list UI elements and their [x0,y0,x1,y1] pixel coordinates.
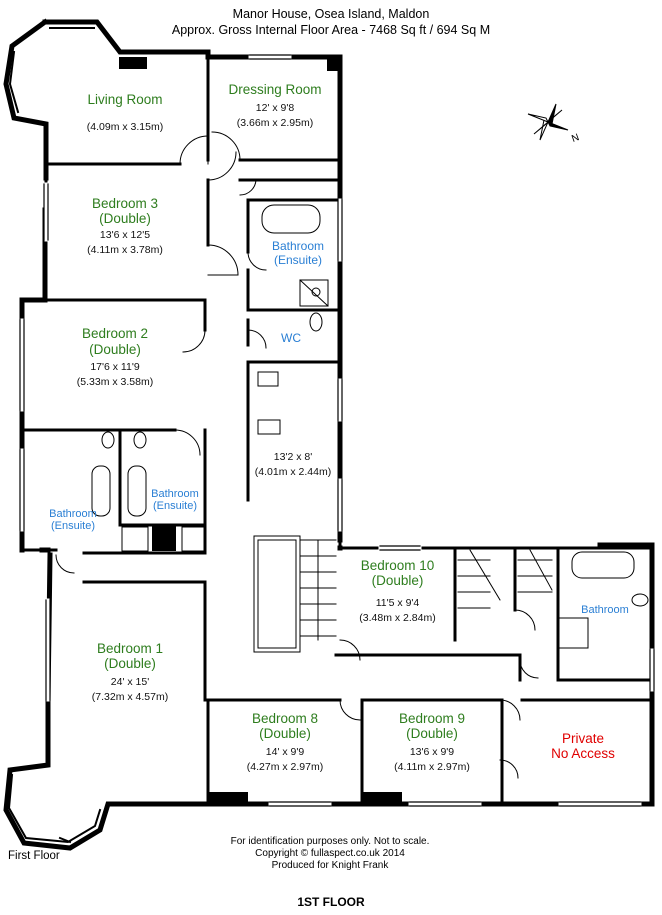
room-dims-bedroom-3-metric: (4.11m x 3.78m) [87,244,163,256]
room-label-bathroom-ensuite-left: Bathroom [49,508,97,520]
room-label-bedroom-10-type: (Double) [371,573,424,588]
floor-label-left: First Floor [8,850,60,862]
room-label-dressing-room: Dressing Room [228,82,322,97]
stairs [253,535,553,653]
plan-title: Manor House, Osea Island, Maldon [232,7,430,21]
room-label-bedroom-1-type: (Double) [104,656,156,671]
room-label-bedroom-9: Bedroom 9 [398,711,466,726]
room-label-bathroom-ensuite-top-type: (Ensuite) [273,253,323,267]
room-label-bedroom-8: Bedroom 8 [251,711,319,726]
room-dims-bedroom-10-imperial: 11'5 x 9'4 [375,597,420,609]
room-label-bedroom-2-type: (Double) [89,342,141,357]
room-label-no-access: No Access [551,746,615,761]
interior-walls [20,55,654,806]
room-dims-bedroom-9-imperial: 13'6 x 9'9 [409,746,455,758]
room-label-bathroom-ensuite-left-type: (Ensuite) [50,520,96,532]
room-dims-kitchen-metric: (4.01m x 2.44m) [254,466,332,478]
room-label-bathroom-right: Bathroom [581,604,629,616]
door-swings [55,131,539,779]
room-label-bedroom-8-type: (Double) [259,726,311,741]
room-dims-kitchen-imperial: 13'2 x 8' [273,451,313,463]
room-label-bedroom-3-type: (Double) [99,211,151,226]
copyright: Copyright © fullaspect.co.uk 2014 [255,848,405,859]
room-label-bathroom-ensuite-top: Bathroom [271,239,325,253]
room-label-bedroom-10: Bedroom 10 [360,558,435,573]
room-dims-dressing-room-metric: (3.66m x 2.95m) [236,117,314,129]
room-label-bedroom-3: Bedroom 3 [91,196,159,211]
room-label-bedroom-2: Bedroom 2 [81,326,149,341]
room-label-bedroom-1: Bedroom 1 [96,641,164,656]
floor-area: Approx. Gross Internal Floor Area - 7468… [171,23,491,37]
room-dims-bedroom-8-metric: (4.27m x 2.97m) [246,761,324,773]
fixtures [91,204,649,649]
room-label-wc: WC [281,331,301,345]
room-dims-dressing-room-imperial: 12' x 9'8 [255,102,295,114]
windows [19,54,655,807]
room-dims-bedroom-2-metric: (5.33m x 3.58m) [76,376,154,388]
produced-for: Produced for Knight Frank [271,860,389,871]
room-dims-bedroom-9-metric: (4.11m x 2.97m) [394,761,470,773]
chimney-blocks [119,57,402,804]
room-dims-bedroom-1-imperial: 24' x 15' [110,676,150,688]
room-label-living-room: Living Room [87,92,163,107]
room-dims-bedroom-10-metric: (3.48m x 2.84m) [359,612,436,624]
room-dims-bedroom-3-imperial: 13'6 x 12'5 [99,229,151,241]
room-label-private: Private [561,731,605,746]
compass-rose [527,103,569,141]
room-label-bedroom-9-type: (Double) [406,726,458,741]
room-dims-bedroom-8-imperial: 14' x 9'9 [265,746,305,758]
room-dims-bedroom-2-imperial: 17'6 x 11'9 [90,361,140,373]
room-dims-bedroom-1-metric: (7.32m x 4.57m) [91,691,169,703]
room-label-bathroom-ensuite-mid: Bathroom [151,488,199,500]
room-dims-living-room: (4.09m x 3.15m) [86,121,164,133]
disclaimer: For identification purposes only. Not to… [230,836,430,847]
room-label-bathroom-ensuite-mid-type: (Ensuite) [152,500,198,512]
floor-label-bottom: 1ST FLOOR [297,895,365,909]
